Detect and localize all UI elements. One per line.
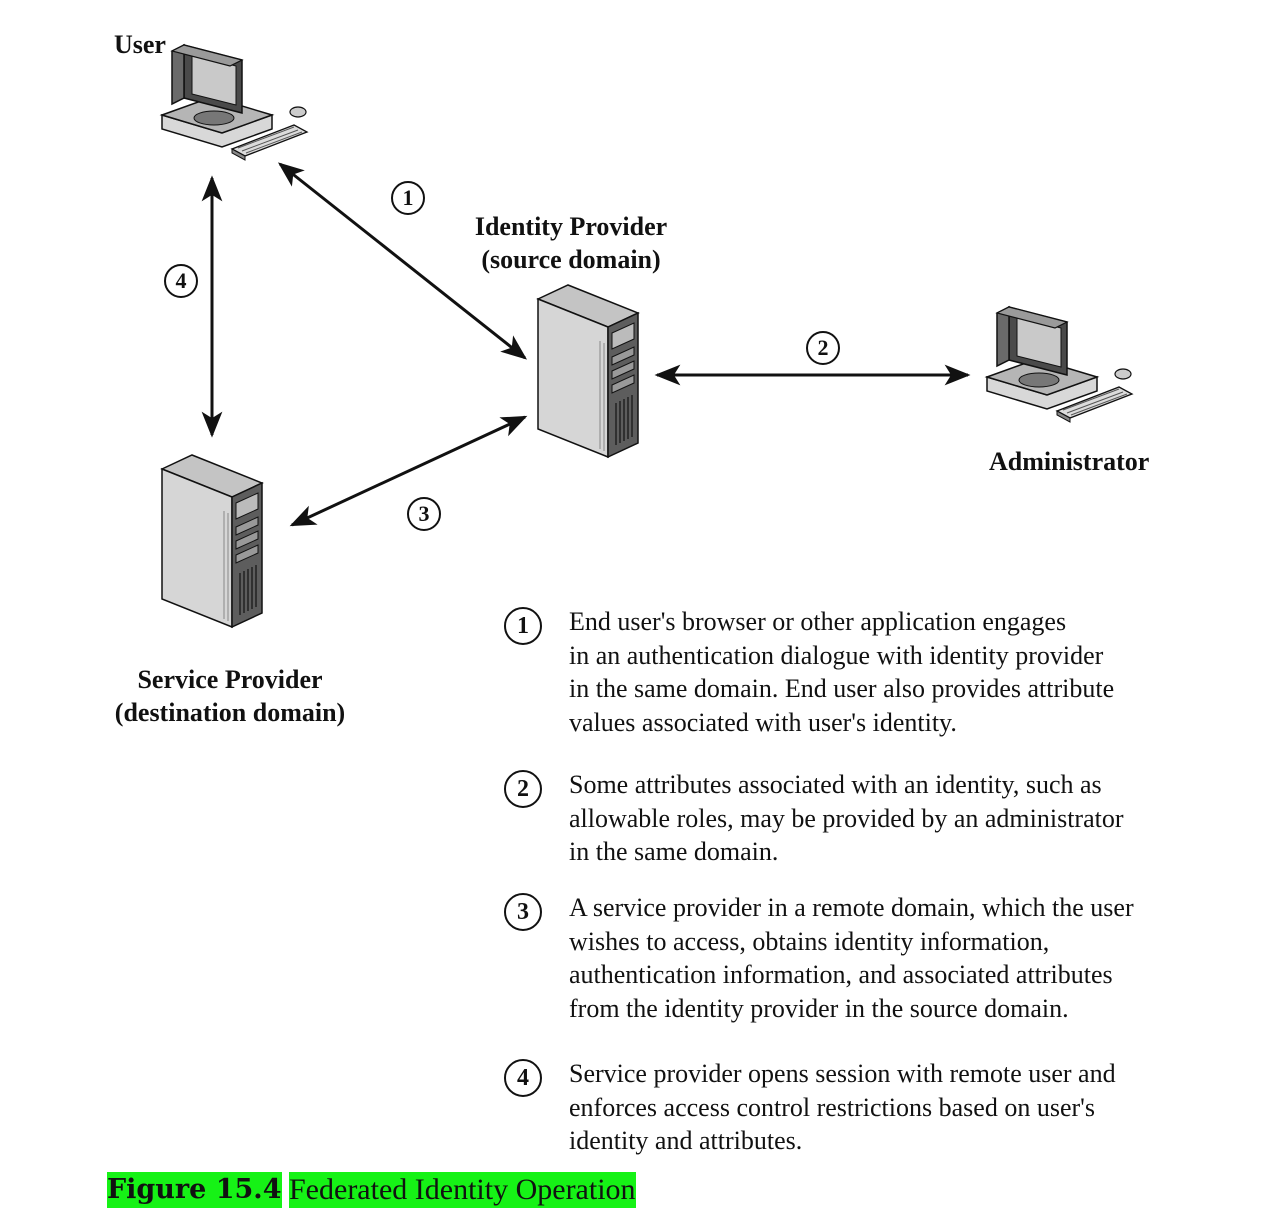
legend-text: Service provider opens session with remo… (569, 1059, 1116, 1155)
legend-number: 4 (504, 1059, 542, 1097)
legend-text: End user's browser or other application … (569, 607, 1115, 737)
identity-provider-domain: (source domain) (481, 245, 661, 274)
service-provider-name: Service Provider (137, 665, 323, 694)
figure-title: Federated Identity Operation (289, 1172, 636, 1208)
administrator-workstation-icon (986, 306, 1133, 423)
user-label: User (114, 30, 166, 59)
arrow-1-label: 1 (391, 181, 425, 215)
legend-number: 1 (504, 607, 542, 645)
legend-text: A service provider in a remote domain, w… (569, 893, 1134, 1023)
legend-text: Some attributes associated with an ident… (569, 770, 1124, 866)
service-provider-domain: (destination domain) (114, 698, 346, 727)
arrow-3 (289, 415, 528, 527)
legend-number: 2 (504, 770, 542, 808)
identity-provider-name: Identity Provider (474, 212, 668, 241)
arrow-2-label: 2 (806, 331, 840, 365)
administrator-label: Administrator (989, 447, 1150, 476)
service-provider-label: Service Provider (destination domain) (100, 663, 360, 729)
user-workstation-icon (161, 44, 308, 161)
arrow-3-label: 3 (407, 497, 441, 531)
arrow-4-label: 4 (164, 264, 198, 298)
arrow-1 (277, 162, 528, 360)
figure-number: Figure 15.4 (107, 1172, 282, 1208)
service-provider-server-icon (161, 454, 263, 628)
identity-provider-label: Identity Provider (source domain) (456, 210, 686, 276)
identity-provider-server-icon (537, 284, 639, 458)
legend-number: 3 (504, 893, 542, 931)
